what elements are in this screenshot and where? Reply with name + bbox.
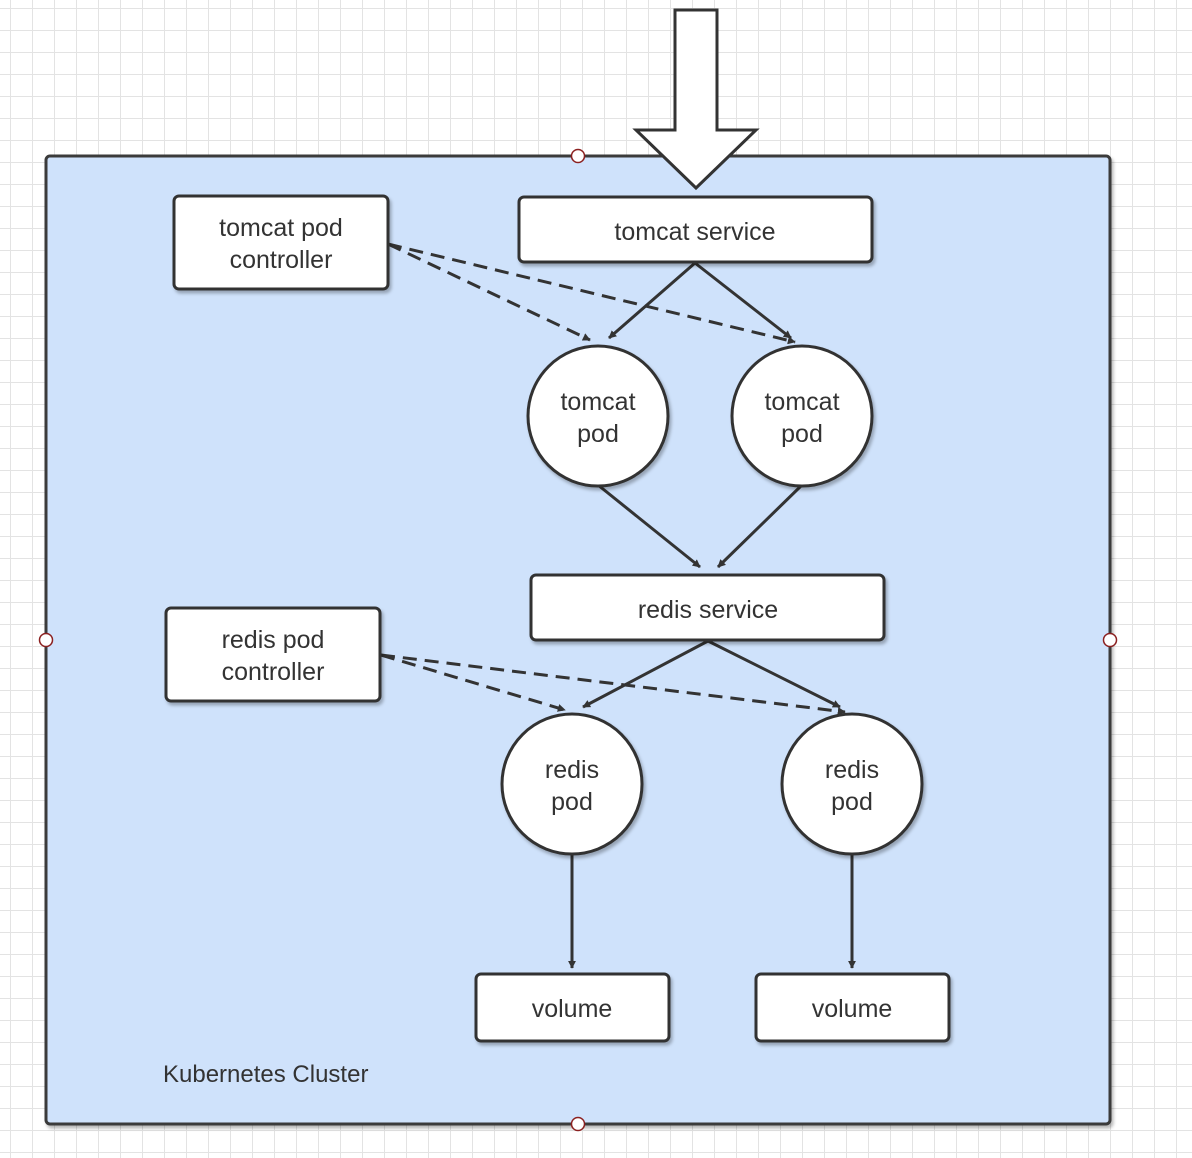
resize-handle-bottom[interactable] — [570, 1116, 586, 1132]
volume-2[interactable]: volume — [754, 972, 951, 1043]
cluster-label: Kubernetes Cluster — [163, 1061, 368, 1088]
redis-pod-2[interactable]: redis pod — [780, 712, 924, 856]
tomcat-controller-label-line2: controller — [230, 246, 333, 274]
redis-pod-1[interactable]: redis pod — [500, 712, 644, 856]
redis-controller-label-line2: controller — [222, 658, 325, 686]
edge-tomcat-controller-to-pod1[interactable] — [387, 242, 591, 342]
edge-tomcat-pod2-to-redis-service[interactable] — [716, 483, 804, 569]
redis-controller-label-line1: redis pod — [222, 626, 325, 654]
ingress-arrow[interactable] — [632, 8, 760, 191]
tomcat-pod-controller[interactable]: tomcat pod controller — [172, 194, 390, 291]
redis-pod-2-label-line1: redis — [825, 756, 879, 784]
volume-2-box[interactable] — [754, 972, 951, 1043]
edge-tomcat-controller-to-pod2[interactable] — [387, 242, 796, 345]
tomcat-pod-2-label-line1: tomcat — [764, 388, 839, 416]
redis-service-box[interactable] — [529, 573, 886, 642]
volume-2-label: volume — [812, 995, 893, 1023]
tomcat-pod-1-label-line1: tomcat — [560, 388, 635, 416]
redis-pod-1-label-line2: pod — [551, 788, 593, 816]
redis-pod-1-label-line1: redis — [545, 756, 599, 784]
tomcat-controller-label-line1: tomcat pod — [219, 214, 343, 242]
redis-controller-box[interactable] — [164, 606, 382, 703]
tomcat-service-box[interactable] — [517, 195, 874, 264]
redis-service[interactable]: redis service — [529, 573, 886, 642]
edge-redis-controller-to-pod2[interactable] — [380, 653, 846, 716]
resize-handle-top[interactable] — [570, 148, 586, 164]
edge-tomcat-pod1-to-redis-service[interactable] — [597, 483, 701, 569]
tomcat-service-label: tomcat service — [614, 218, 775, 246]
redis-pod-2-label-line2: pod — [831, 788, 873, 816]
volume-1-box[interactable] — [474, 972, 671, 1043]
edge-redis-service-to-pod1[interactable] — [582, 639, 709, 709]
tomcat-controller-box[interactable] — [172, 194, 390, 291]
solid-edges — [568, 261, 856, 969]
tomcat-pod-2-label-line2: pod — [781, 420, 823, 448]
redis-service-label: redis service — [638, 596, 778, 624]
tomcat-pod-1[interactable]: tomcat pod — [526, 344, 670, 488]
volume-1-label: volume — [532, 995, 613, 1023]
tomcat-pod-1-circle[interactable] — [526, 344, 670, 488]
redis-pod-controller[interactable]: redis pod controller — [164, 606, 382, 703]
edge-tomcat-service-to-pod2[interactable] — [694, 261, 792, 340]
dashed-edges — [380, 242, 846, 716]
edge-redis-controller-to-pod1[interactable] — [380, 653, 566, 712]
resize-handle-right[interactable] — [1102, 632, 1118, 648]
resize-handle-left[interactable] — [38, 632, 54, 648]
tomcat-service[interactable]: tomcat service — [517, 195, 874, 264]
edge-redis-service-to-pod2[interactable] — [707, 639, 841, 709]
tomcat-pod-2[interactable]: tomcat pod — [730, 344, 874, 488]
tomcat-pod-2-circle[interactable] — [730, 344, 874, 488]
selection-handles — [38, 148, 1118, 1132]
volume-1[interactable]: volume — [474, 972, 671, 1043]
edge-tomcat-service-to-pod1[interactable] — [608, 261, 696, 340]
redis-pod-1-circle[interactable] — [500, 712, 644, 856]
redis-pod-2-circle[interactable] — [780, 712, 924, 856]
tomcat-pod-1-label-line2: pod — [577, 420, 619, 448]
